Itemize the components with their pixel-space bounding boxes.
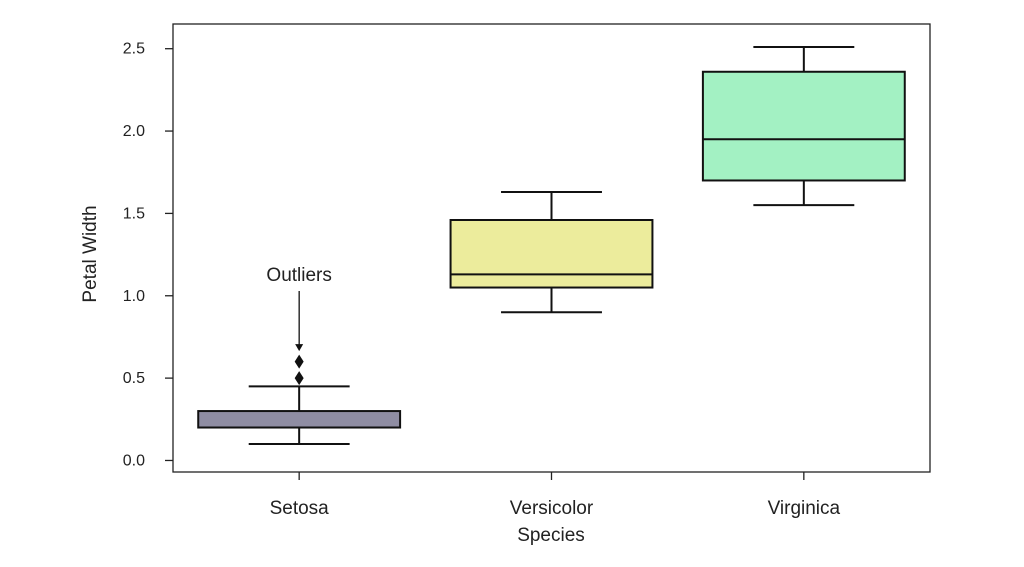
x-axis: Setosa Versicolor Virginica (270, 472, 841, 519)
box-iqr (449, 219, 654, 289)
annotation-arrow-head (295, 344, 304, 352)
x-tick-label: Setosa (270, 498, 330, 519)
y-tick-label: 0.0 (123, 452, 145, 469)
y-tick-label: 1.0 (123, 288, 145, 305)
box-versicolor (449, 191, 654, 314)
outliers-annotation: Outliers (266, 265, 332, 352)
x-tick-label: Virginica (768, 498, 841, 519)
y-tick-label: 1.5 (123, 205, 145, 222)
annotation-text: Outliers (266, 265, 331, 286)
y-axis: 0.0 0.5 1.0 1.5 2.0 2.5 (123, 41, 173, 469)
x-axis-title: Species (517, 525, 585, 546)
box-iqr (701, 70, 906, 182)
x-tick-label: Versicolor (510, 498, 594, 519)
box-series (197, 46, 906, 445)
y-tick-label: 2.0 (123, 123, 145, 140)
box-setosa (197, 354, 402, 445)
box-virginica (701, 46, 906, 207)
y-axis-title: Petal Width (80, 205, 101, 302)
y-tick-label: 2.5 (123, 41, 145, 58)
outlier-point (294, 354, 304, 369)
outlier-point (294, 371, 304, 386)
box-iqr (197, 410, 402, 429)
y-tick-label: 0.5 (123, 370, 145, 387)
